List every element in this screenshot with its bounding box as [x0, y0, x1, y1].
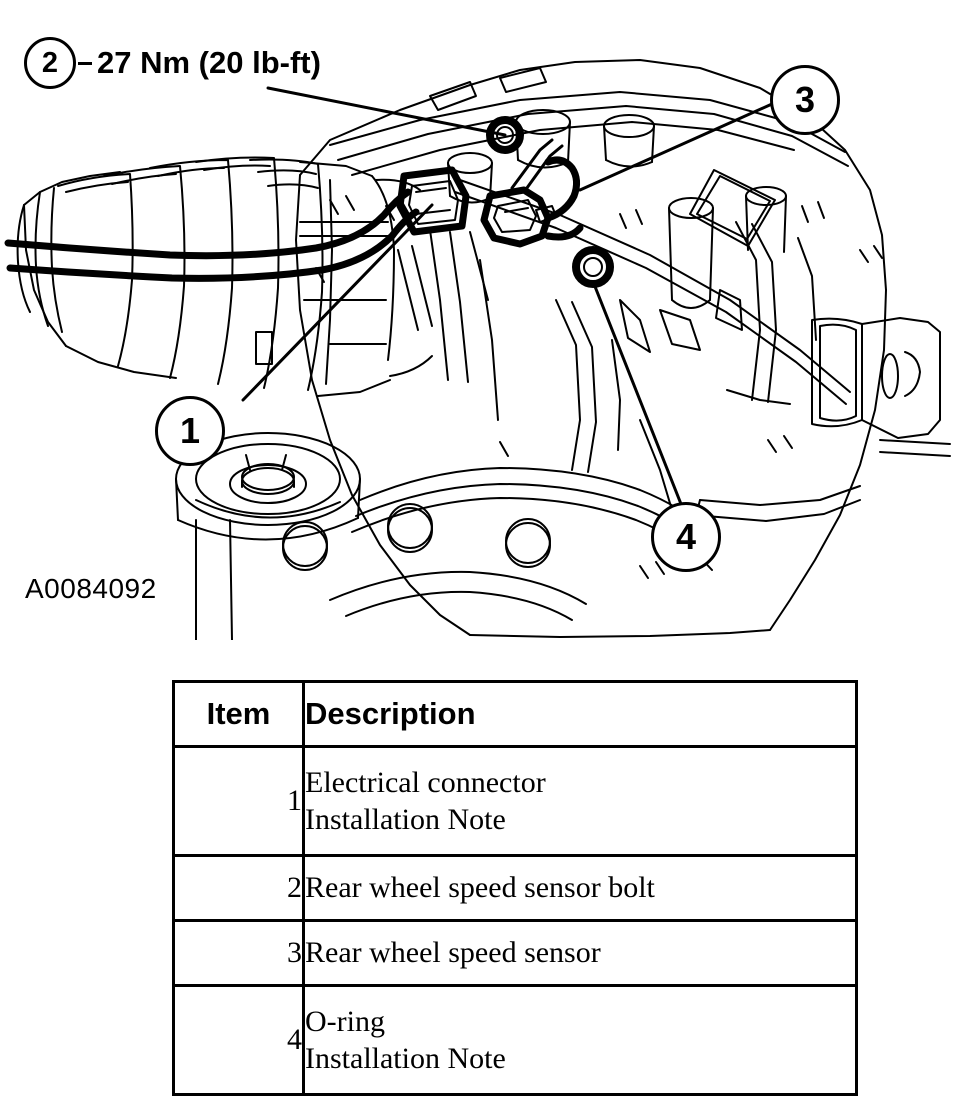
o-ring-lower: [572, 246, 614, 288]
callout-bubble-4: 4: [651, 502, 721, 572]
callout-dash: [78, 61, 92, 65]
leader-line-3: [578, 102, 774, 192]
cv-boot: [16, 156, 395, 397]
description-line-2: Installation Note: [305, 803, 506, 836]
item-description: Rear wheel speed sensor bolt: [302, 854, 858, 922]
leader-line-2: [266, 86, 507, 137]
right-axle-flange: [811, 317, 951, 457]
table-header-row: Item Description: [172, 680, 858, 748]
electrical-connector-detail: [408, 180, 459, 225]
differential-cover: [195, 467, 717, 640]
sensor-mount-stem: [510, 138, 564, 194]
description-line-1: Rear wheel speed sensor: [305, 936, 601, 970]
figure-id-label: A0084092: [25, 573, 157, 604]
callout-bubble-1: 1: [155, 396, 225, 466]
callout-bubble-3: 3: [770, 65, 840, 135]
torque-value-label: 27 Nm (20 lb-ft): [97, 45, 321, 80]
table-row: 3 Rear wheel speed sensor: [172, 919, 858, 987]
torque-specification-note: 2 27 Nm (20 lb-ft): [24, 34, 321, 92]
case-connector-detail: [397, 231, 489, 331]
leader-line-1: [241, 203, 434, 402]
description-line-2: Installation Note: [305, 1042, 506, 1075]
item-description: O-ring Installation Note: [302, 984, 858, 1096]
housing-parting-line: [454, 179, 851, 405]
differential-assembly-drawing: [4, 59, 951, 640]
table-row: 1 Electrical connector Installation Note: [172, 745, 858, 857]
o-ring-upper: [486, 116, 524, 154]
item-number: 1: [172, 745, 305, 857]
item-number: 4: [172, 984, 305, 1096]
housing-diamond-pad: [689, 169, 776, 247]
item-number: 3: [172, 919, 305, 987]
pinion-flange: [175, 432, 361, 541]
rear-wheel-speed-sensor: [480, 156, 584, 248]
item-description: Rear wheel speed sensor: [302, 919, 858, 987]
callout-bubble-2: 2: [24, 37, 76, 89]
description-line-1: Rear wheel speed sensor bolt: [305, 871, 655, 905]
rear-wheel-speed-sensor-detail: [493, 199, 557, 233]
electrical-connector: [396, 166, 470, 236]
column-header-item: Item: [172, 680, 305, 748]
figure-illustration: 2 27 Nm (20 lb-ft) 1 3 4 A0084092: [4, 34, 951, 640]
description-line-1: Electrical connector: [305, 765, 546, 799]
item-description: Electrical connector Installation Note: [302, 745, 858, 857]
description-line-1: O-ring: [305, 1004, 385, 1038]
table-row: 2 Rear wheel speed sensor bolt: [172, 854, 858, 922]
legend-table: Item Description 1 Electrical connector …: [172, 680, 858, 1096]
table-row: 4 O-ring Installation Note: [172, 984, 858, 1096]
leader-line-4: [592, 282, 683, 506]
leader-lines: [241, 86, 774, 506]
housing-web-detail: [619, 289, 791, 405]
item-number: 2: [172, 854, 305, 922]
wiring-harness: [4, 188, 420, 282]
column-header-description: Description: [302, 680, 858, 748]
housing-ribs: [429, 221, 817, 511]
housing-top-rib: [329, 67, 849, 176]
